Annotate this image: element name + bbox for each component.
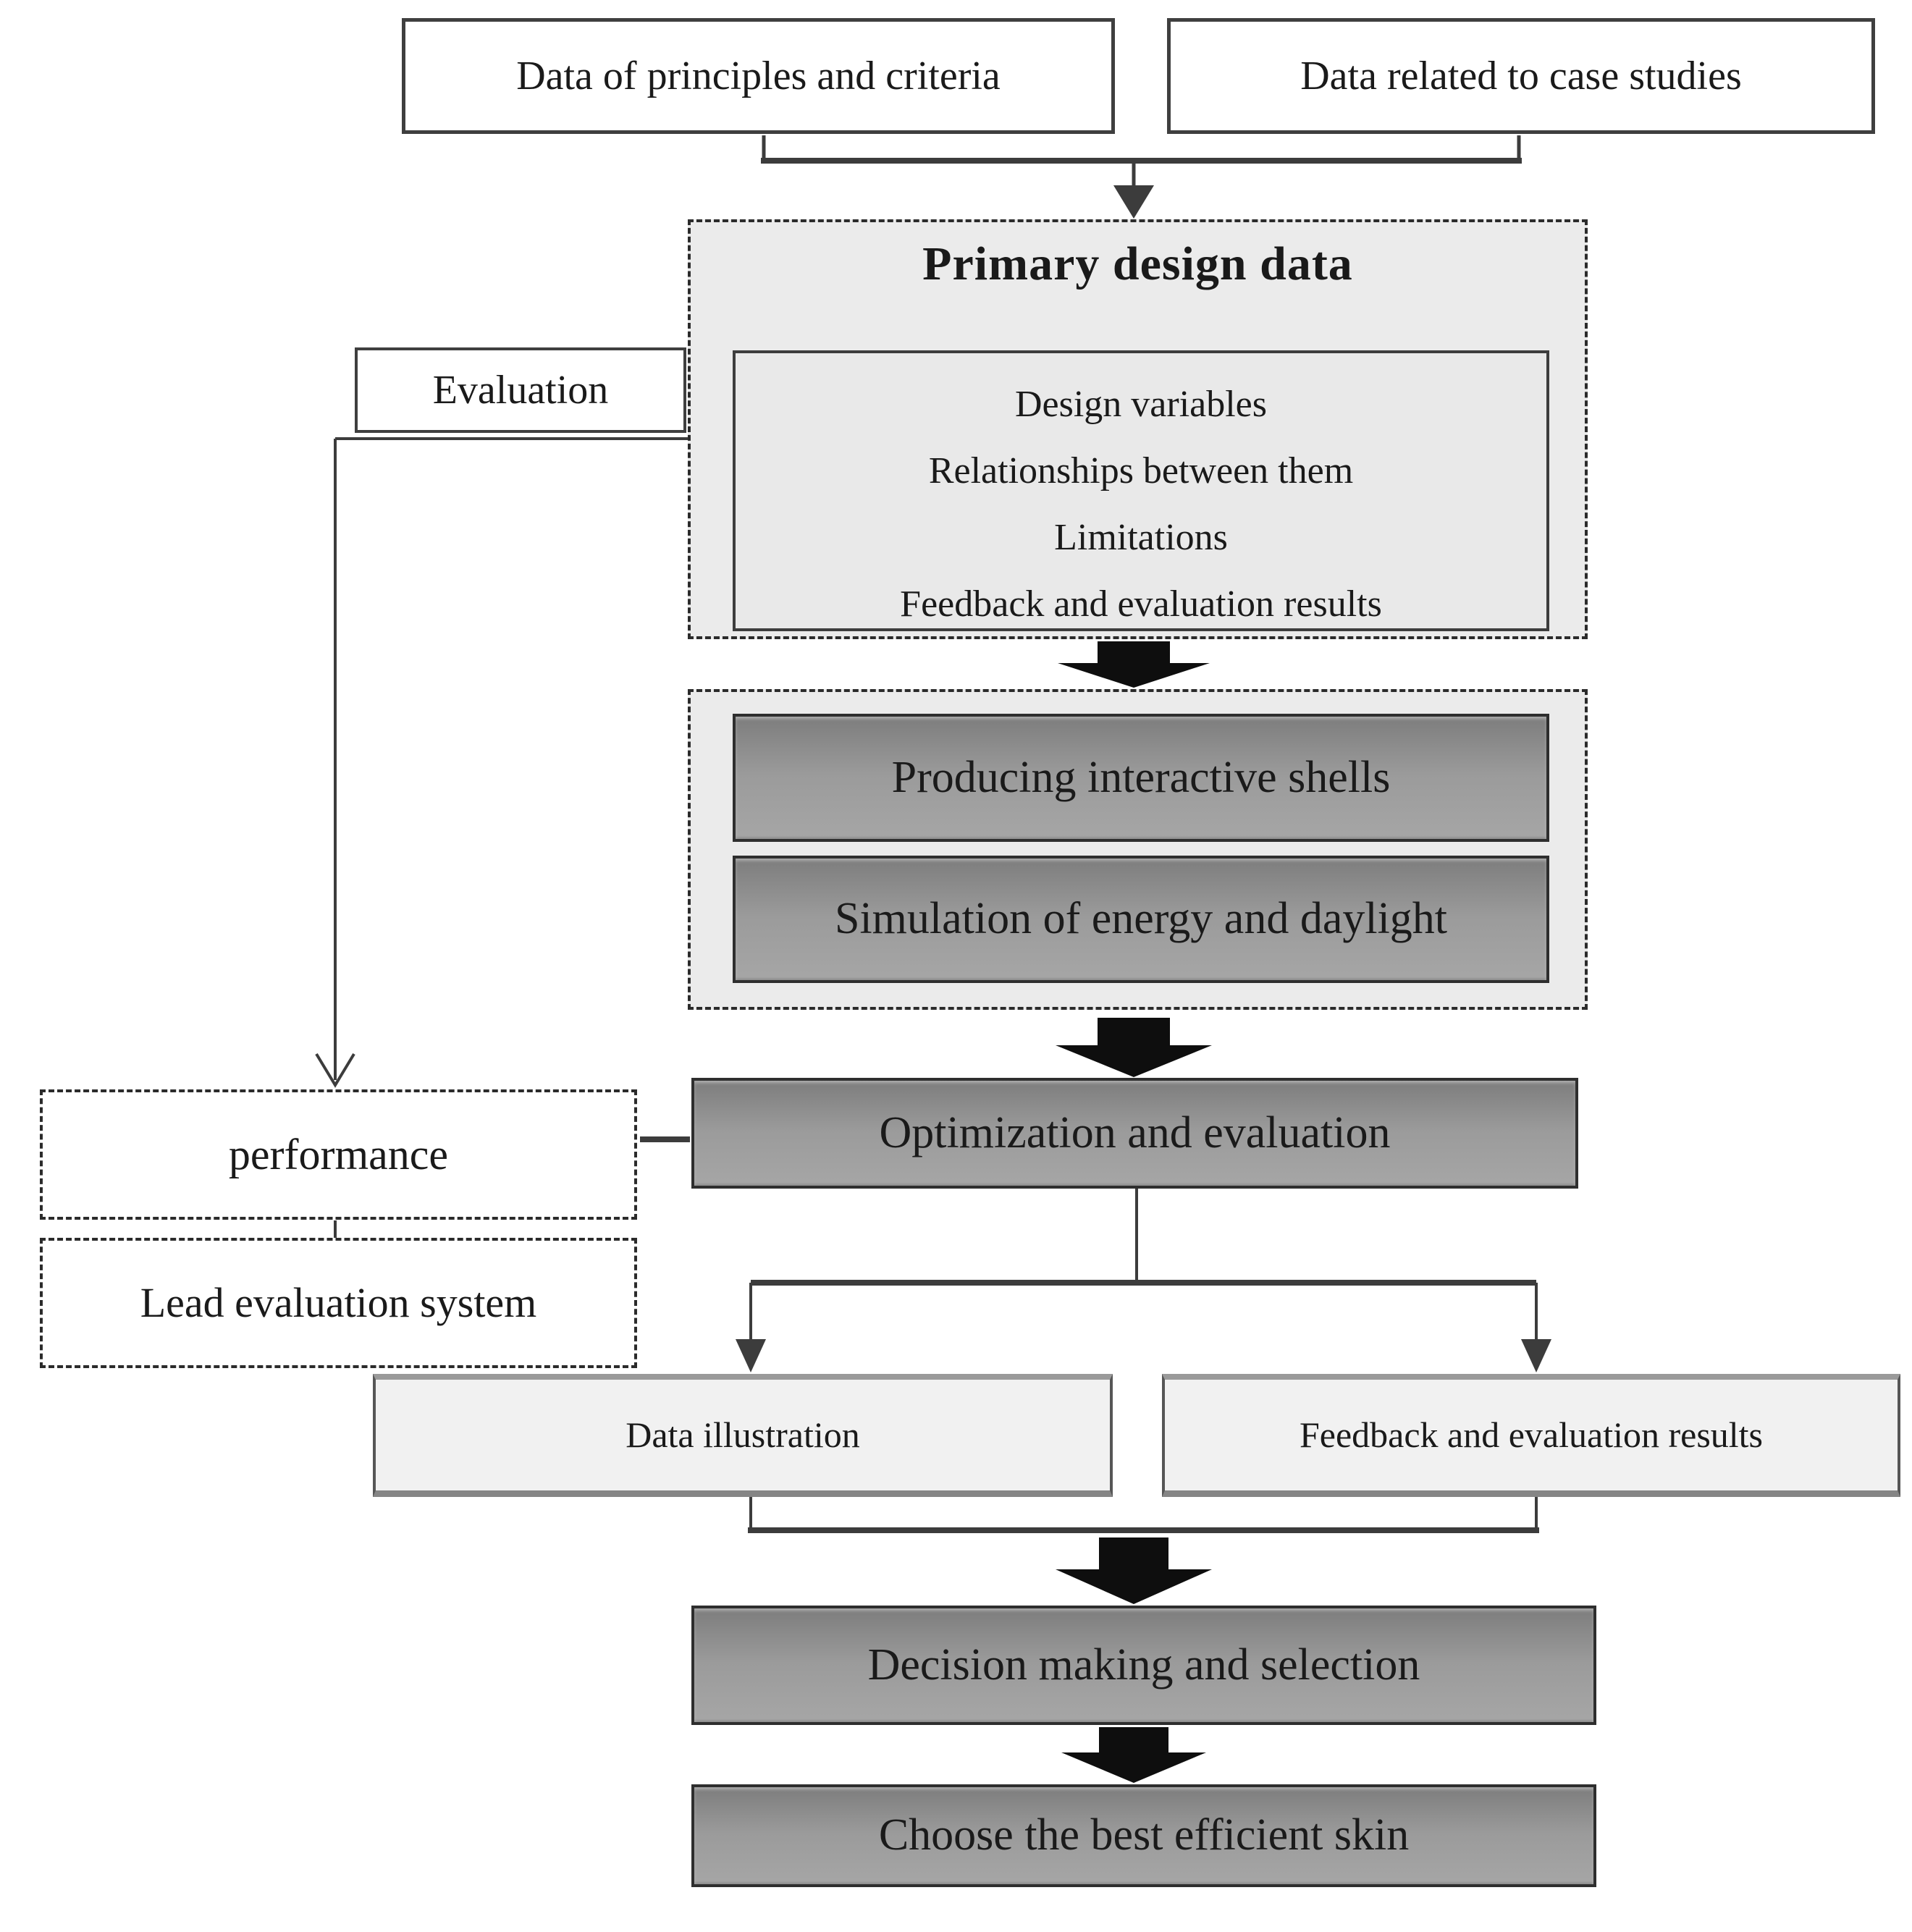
node-feedback-results: Feedback and evaluation results — [1162, 1374, 1900, 1497]
node-producing-shells: Producing interactive shells — [733, 714, 1549, 842]
node-simulation: Simulation of energy and daylight — [733, 856, 1549, 983]
node-lead-evaluation-system: Lead evaluation system — [40, 1238, 637, 1368]
node-performance: performance — [40, 1089, 637, 1220]
node-simulation-label: Simulation of energy and daylight — [834, 894, 1448, 944]
list-item: Feedback and evaluation results — [900, 583, 1382, 625]
arrowhead-down-icon — [1113, 185, 1154, 219]
node-decision: Decision making and selection — [691, 1606, 1596, 1725]
node-choose-skin-label: Choose the best efficient skin — [878, 1810, 1410, 1860]
arrowhead-down-icon — [1521, 1339, 1551, 1372]
node-data-principles: Data of principles and criteria — [402, 18, 1115, 134]
node-performance-label: performance — [228, 1130, 449, 1178]
node-lead-evaluation-system-label: Lead evaluation system — [140, 1278, 537, 1326]
node-feedback-results-label: Feedback and evaluation results — [1299, 1414, 1764, 1455]
node-evaluation-label: Evaluation — [432, 367, 609, 413]
node-data-case-studies-label: Data related to case studies — [1300, 53, 1742, 98]
panel-primary-title: Primary design data — [922, 237, 1353, 290]
node-data-case-studies: Data related to case studies — [1167, 18, 1875, 134]
block-arrow-down-icon — [1058, 641, 1210, 688]
node-data-illustration-label: Data illustration — [626, 1414, 860, 1455]
list-item: Design variables — [1014, 384, 1267, 426]
primary-data-list: Design variables Relationships between t… — [733, 350, 1549, 631]
node-data-principles-label: Data of principles and criteria — [516, 53, 1001, 98]
node-producing-shells-label: Producing interactive shells — [891, 752, 1391, 802]
node-optimization-label: Optimization and evaluation — [879, 1108, 1391, 1157]
arrowhead-down-icon — [736, 1339, 766, 1372]
node-decision-label: Decision making and selection — [867, 1640, 1420, 1690]
list-item: Limitations — [1054, 517, 1228, 559]
block-arrow-down-icon — [1061, 1727, 1206, 1783]
arrowhead-chevron-down-icon — [315, 1053, 355, 1088]
panel-primary-design-data: Primary design data Design variables Rel… — [688, 219, 1588, 639]
node-evaluation: Evaluation — [355, 347, 686, 433]
node-data-illustration: Data illustration — [373, 1374, 1113, 1497]
node-optimization: Optimization and evaluation — [691, 1078, 1578, 1189]
list-item: Relationships between them — [928, 450, 1354, 492]
block-arrow-down-icon — [1056, 1537, 1212, 1604]
panel-shells-simulation: Producing interactive shells Simulation … — [688, 689, 1588, 1010]
block-arrow-down-icon — [1056, 1018, 1212, 1077]
node-choose-skin: Choose the best efficient skin — [691, 1784, 1596, 1887]
